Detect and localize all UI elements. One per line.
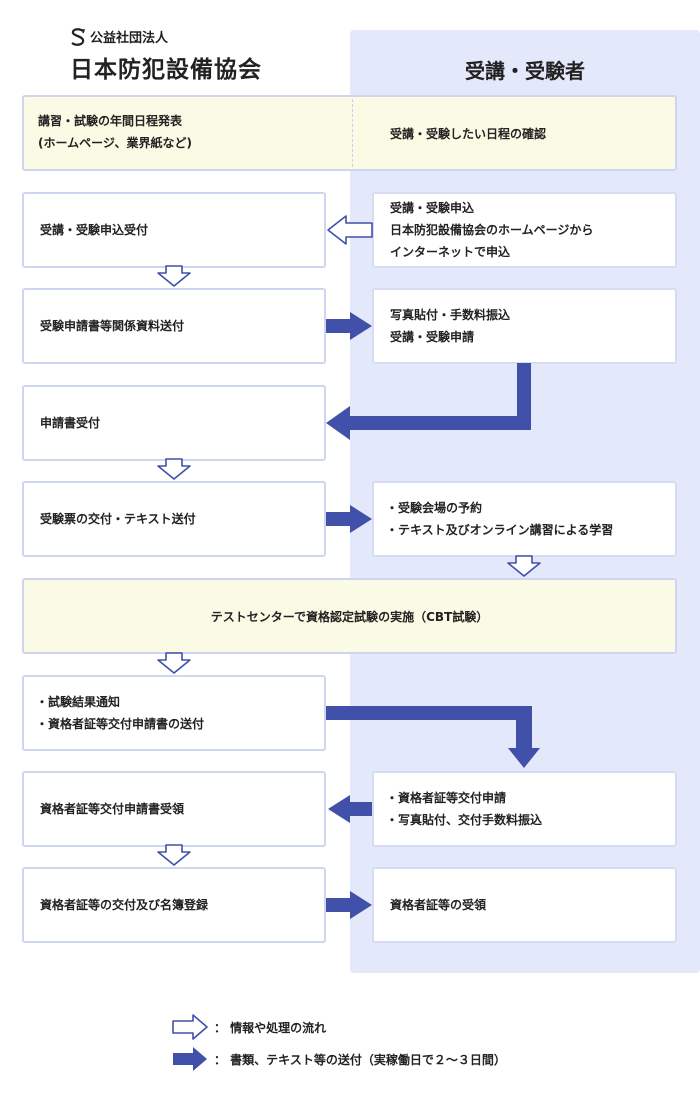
reserve-venue-line: ・受験会場の予約 [386,501,483,515]
step-online-application: 受講・受験申込 日本防犯設備協会のホームページから インターネットで申込 [372,192,677,268]
org-prefix-text: 公益社団法人 [90,31,169,46]
step-cbt-exam: テストセンターで資格認定試験の実施（CBT試験） [22,578,677,654]
online-application-line-2: 日本防犯設備協会のホームページから [390,223,594,237]
hollow-arrow-down-icon [157,458,191,480]
legend-delivery-label: ： 書類、テキスト等の送付（実稼働日で２〜３日間） [214,1053,506,1067]
certificate-received-label: 資格者証等の受領 [390,898,487,912]
photo-fee-line-2: 受講・受験申請 [390,330,475,344]
legend-solid-arrow-icon [173,1047,207,1071]
step-certificate-application: ・資格者証等交付申請 ・写真貼付、交付手数料振込 [372,771,677,847]
schedule-line-2: (ホームページ、業界紙など) [38,136,193,150]
application-accepted-label: 申請書受付 [40,416,101,430]
step-certificate-application-receipt: 資格者証等交付申請書受領 [22,771,326,847]
online-application-line-1: 受講・受験申込 [390,201,475,215]
column-divider [352,99,353,167]
schedule-line-1: 講習・試験の年間日程発表 [38,114,183,128]
org-name: 日本防犯設備協会 [70,57,262,83]
step-issue-ticket-text: 受験票の交付・テキスト送付 [22,481,326,557]
hollow-arrow-down-icon [157,652,191,674]
schedule-confirm-text: 受講・受験したい日程の確認 [390,123,546,145]
results-line-2: ・資格者証等交付申請書の送付 [36,717,205,731]
certificate-issue-label: 資格者証等の交付及び名簿登録 [40,898,209,912]
results-line-1: ・試験結果通知 [36,695,121,709]
issue-ticket-label: 受験票の交付・テキスト送付 [40,512,196,526]
online-application-line-3: インターネットで申込 [390,245,511,259]
step-application-accepted: 申請書受付 [22,385,326,461]
send-documents-label: 受験申請書等関係資料送付 [40,319,185,333]
schedule-announcement-text: 講習・試験の年間日程発表 (ホームページ、業界紙など) [38,110,192,154]
org-prefix: 公益社団法人 [70,27,168,46]
solid-arrow-left-icon [328,795,372,823]
hollow-arrow-down-icon [157,265,191,287]
hollow-arrow-left-icon [327,215,373,245]
hollow-arrow-down-icon [157,844,191,866]
certificate-application-receipt-label: 資格者証等交付申請書受領 [40,802,185,816]
solid-arrow-right-icon [326,891,372,919]
solid-arrow-right-icon [326,505,372,533]
step-certificate-received: 資格者証等の受領 [372,867,677,943]
legend-hollow-arrow-icon [172,1014,208,1040]
step-schedule-announcement: 講習・試験の年間日程発表 (ホームページ、業界紙など) 受講・受験したい日程の確… [22,95,677,171]
study-line: ・テキスト及びオンライン講習による学習 [386,523,614,537]
legend-flow-label: ： 情報や処理の流れ [214,1021,327,1035]
solid-elbow-arrow-down-icon [326,706,540,768]
step-certificate-issue-registration: 資格者証等の交付及び名簿登録 [22,867,326,943]
cbt-exam-label: テストセンターで資格認定試験の実施（CBT試験） [210,609,489,624]
participant-title: 受講・受験者 [465,59,585,83]
step-reserve-and-study: ・受験会場の予約 ・テキスト及びオンライン講習による学習 [372,481,677,557]
step-results-notification: ・試験結果通知 ・資格者証等交付申請書の送付 [22,675,326,751]
photo-fee-line-1: 写真貼付・手数料振込 [390,308,511,322]
application-receipt-label: 受講・受験申込受付 [40,223,149,237]
hollow-arrow-down-icon [507,555,541,577]
step-photo-fee-application: 写真貼付・手数料振込 受講・受験申請 [372,288,677,364]
certificate-application-line-2: ・写真貼付、交付手数料振込 [386,813,543,827]
certificate-application-line-1: ・資格者証等交付申請 [386,791,507,805]
solid-arrow-right-icon [326,312,372,340]
association-logo-icon [71,27,86,46]
step-send-documents: 受験申請書等関係資料送付 [22,288,326,364]
schedule-confirm-line: 受講・受験したい日程の確認 [390,127,547,141]
solid-elbow-arrow-left-icon [326,363,531,440]
